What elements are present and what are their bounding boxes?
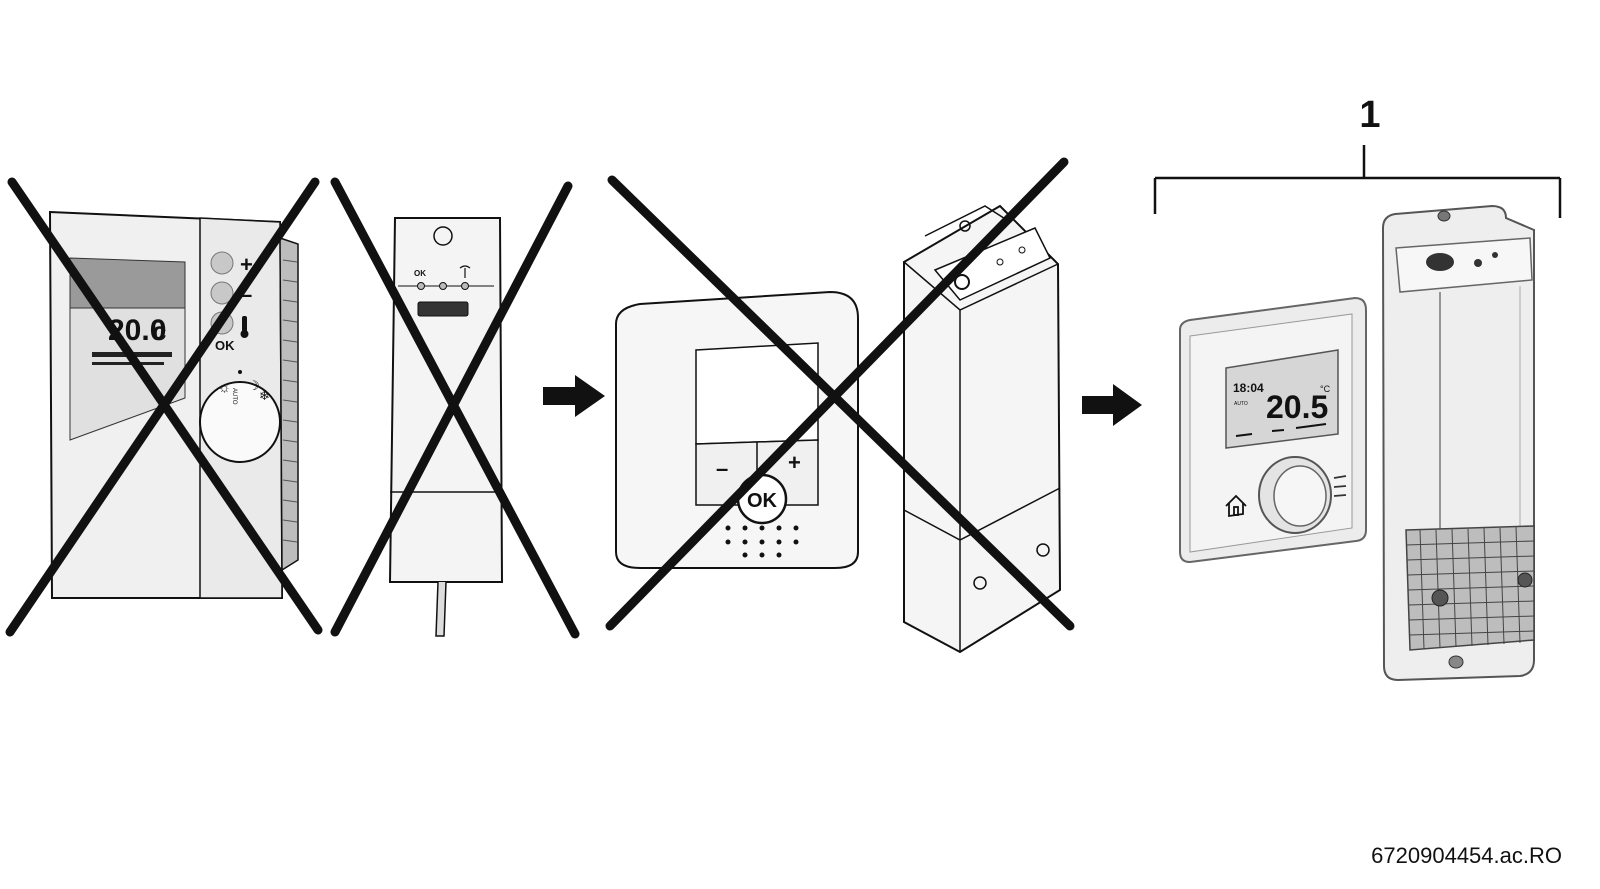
speaker-grille: [725, 525, 799, 558]
cross-out-icon: [5, 177, 323, 637]
old-receiver-button[interactable]: [417, 301, 469, 317]
mid-thermostat-plus[interactable]: +: [788, 450, 801, 475]
thermometer-icon: [240, 316, 249, 338]
old-thermostat-unit: c: [152, 316, 166, 346]
moon-icon: ☽: [248, 378, 260, 393]
mid-thermostat: – + OK: [615, 290, 859, 569]
home-icon[interactable]: [1225, 494, 1247, 518]
new-thermostat: 18:04 AUTO 20.5 °C: [1179, 296, 1367, 564]
mid-thermostat-minus[interactable]: –: [716, 456, 728, 481]
sun-icon: ☼: [218, 379, 231, 395]
mid-receiver: [903, 204, 1062, 654]
cross-out-icon: [605, 157, 1075, 631]
old-thermostat-minus-button[interactable]: [210, 281, 234, 305]
new-thermostat-temp: 20.5: [1266, 389, 1328, 425]
old-thermostat-dial-mode: AUTO: [231, 388, 237, 405]
old-thermostat-ok-label: OK: [215, 338, 235, 353]
old-thermostat-plus-button[interactable]: [210, 251, 234, 275]
new-thermostat-display: [1225, 349, 1339, 449]
new-receiver: [1381, 204, 1535, 682]
new-thermostat-unit: °C: [1320, 384, 1331, 394]
old-thermostat-dial[interactable]: [199, 381, 281, 463]
dial-tick-marks: [1333, 475, 1347, 497]
new-thermostat-dial[interactable]: [1258, 456, 1332, 534]
cross-out-icon: [330, 177, 580, 639]
new-receiver-grille-pattern: [1405, 526, 1535, 650]
snowflake-icon: ❄: [259, 388, 270, 403]
figure-code: 6720904454.ac.RO: [1371, 843, 1562, 868]
new-thermostat-mode: AUTO: [1234, 401, 1248, 407]
callout-number: 1: [1359, 94, 1381, 136]
callout-bracket: [1153, 145, 1562, 218]
arrow-right-icon: [1082, 384, 1142, 426]
arrow-right-icon: [543, 375, 605, 417]
new-thermostat-program-bar: [1235, 423, 1327, 437]
mid-thermostat-ok-label: OK: [747, 490, 778, 512]
new-thermostat-time: 18:04: [1233, 381, 1264, 395]
old-receiver-ok-label: OK: [414, 269, 426, 278]
antenna-icon: [459, 265, 471, 278]
